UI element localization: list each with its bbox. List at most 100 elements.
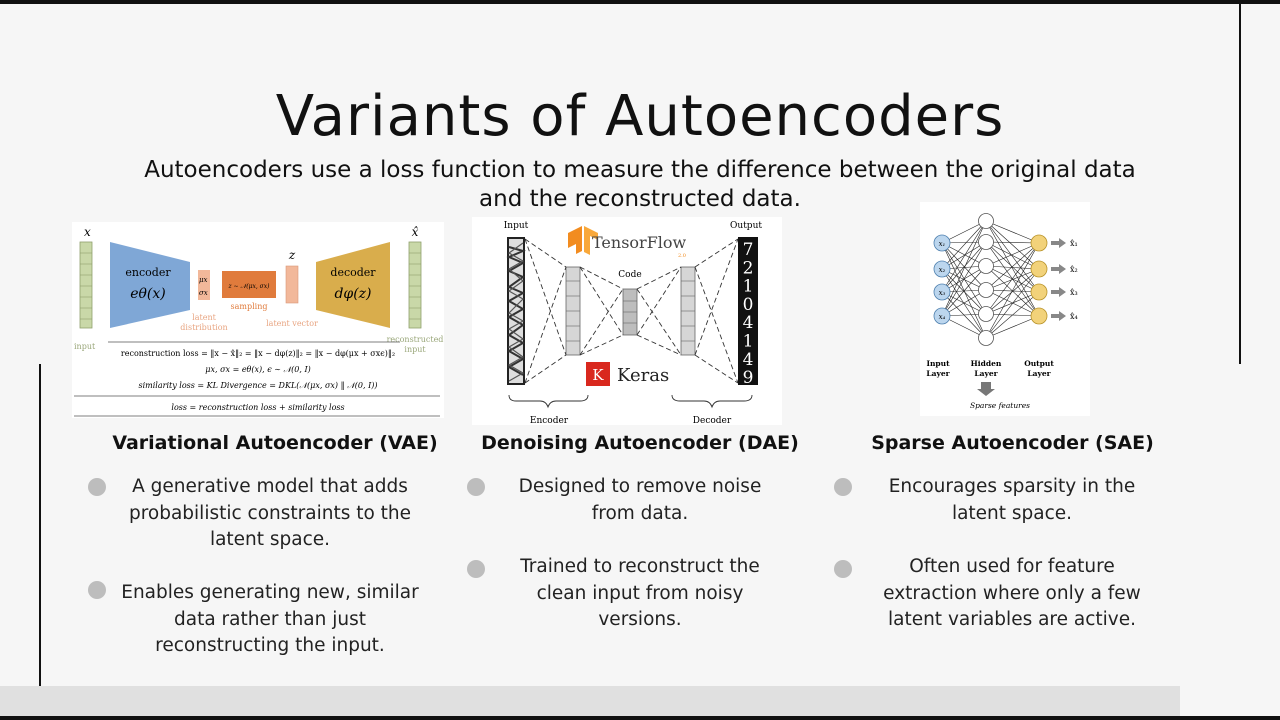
sae-output-label: x̂₄ [1070, 312, 1078, 321]
sae-output-node [1030, 283, 1048, 301]
sae-input-node [933, 234, 951, 252]
vae-encoder-block [110, 242, 190, 328]
vae-eq-total: loss = reconstruction loss + similarity … [171, 403, 344, 412]
sae-hidden-node [978, 330, 994, 346]
dae-digit: 1 [743, 277, 754, 297]
left-divider [39, 364, 41, 720]
sae-output-label: x̂₂ [1070, 265, 1078, 274]
bullet-dot [834, 560, 852, 578]
dae-bullet-1: Designed to remove noise from data. [518, 476, 762, 524]
sae-edge [985, 241, 1040, 293]
vae-z-label: z [288, 248, 296, 262]
bottom-border [0, 716, 1280, 720]
bullet-dot [88, 478, 106, 496]
sae-connections [941, 220, 1040, 339]
sae-hidden-node [978, 234, 994, 250]
bullet-dot [88, 581, 106, 599]
sae-edge [941, 242, 987, 339]
sae-output-node [1030, 307, 1048, 325]
vae-input-column [79, 241, 93, 329]
dae-input-label: Input [504, 221, 529, 231]
vae-bullet-2: Enables generating new, similar data rat… [121, 582, 419, 656]
keras-icon [586, 362, 610, 386]
sae-input-node [933, 260, 951, 278]
sae-edge [985, 265, 1040, 270]
sae-input-node-label: x₁ [939, 240, 946, 248]
sae-edge [985, 220, 1040, 270]
sae-hidden-node [978, 282, 994, 298]
keras-logo: K Keras [586, 362, 669, 386]
sae-output-arrow-icon [1051, 238, 1066, 248]
sae-input-node [933, 283, 951, 301]
dae-connections [524, 238, 739, 384]
tensorflow-logo: TensorFlow 2.0 [568, 226, 687, 259]
sae-input-node-label: x₃ [939, 289, 946, 297]
dae-encoder-label: Encoder [530, 416, 569, 425]
sae-edge [985, 241, 1040, 244]
sae-edge [985, 291, 1040, 339]
dae-clean-output [738, 237, 758, 385]
dae-digit: 2 [743, 258, 754, 278]
sae-down-arrow-icon [977, 382, 995, 396]
sae-input-node [933, 307, 951, 325]
footer-band [0, 686, 1180, 720]
tensorflow-icon [568, 226, 598, 255]
sae-output-label: x̂₁ [1070, 239, 1078, 248]
top-border [0, 0, 1280, 4]
sae-input-node-label: x₄ [939, 313, 946, 321]
vae-sampling-block [222, 271, 276, 298]
bullet-dot [467, 560, 485, 578]
sae-edge [941, 241, 987, 293]
sae-hidden-node [978, 258, 994, 274]
vae-mu: μx [199, 276, 208, 284]
sae-bullet-2: Often used for feature extraction where … [883, 556, 1141, 630]
dae-decoder-layer [680, 266, 696, 356]
dae-digit: 4 [743, 350, 754, 370]
sae-edge [985, 268, 1040, 291]
sae-sparse-features-label: Sparse features [970, 401, 1030, 410]
sae-edge [985, 268, 1040, 339]
dae-output-label: Output [730, 221, 762, 231]
sae-edge [941, 220, 987, 293]
sae-edge [941, 241, 987, 270]
vae-x-label: x [84, 225, 91, 239]
sae-edge [941, 242, 987, 291]
dae-encoder-brace [508, 394, 589, 409]
dae-bullet-2: Trained to reconstruct the clean input f… [520, 556, 760, 630]
sae-hidden-node [978, 213, 994, 229]
sae-output-node [1030, 234, 1048, 252]
sae-output-arrow-icon [1051, 287, 1066, 297]
sae-edge [941, 241, 987, 317]
vae-sampling-label: sampling [231, 302, 268, 311]
tensorflow-version: 2.0 [678, 253, 686, 259]
dae-code-label: Code [618, 270, 641, 280]
vae-decoder-fn: dφ(z) [334, 286, 371, 302]
sae-edge [985, 220, 1040, 317]
bullet-dot [834, 478, 852, 496]
sae-edge [985, 242, 1040, 291]
right-divider [1239, 4, 1241, 364]
sae-edge [985, 242, 1040, 267]
vae-decoder-label: decoder [330, 266, 376, 279]
card-title-dae: Denoising Autoencoder (DAE) [481, 432, 799, 454]
vae-eq-similarity: similarity loss = KL Divergence = DKL(𝒩(… [138, 381, 377, 390]
sae-edge [985, 220, 1040, 244]
vae-latent-vector [285, 265, 299, 304]
sae-edge [941, 265, 987, 317]
sae-edge [941, 220, 987, 270]
sae-input-node-label: x₂ [939, 266, 946, 274]
vae-latent-vector-label: latent vector [266, 319, 318, 328]
sae-output-arrow-icon [1051, 264, 1066, 274]
sae-edge [941, 268, 987, 315]
vae-eq-params: μx, σx = eθ(x), ϵ ∼ 𝒩(0, I) [205, 365, 310, 374]
dae-digit: 4 [743, 313, 754, 333]
sae-edge [985, 291, 1040, 315]
vae-output-column [408, 241, 422, 329]
